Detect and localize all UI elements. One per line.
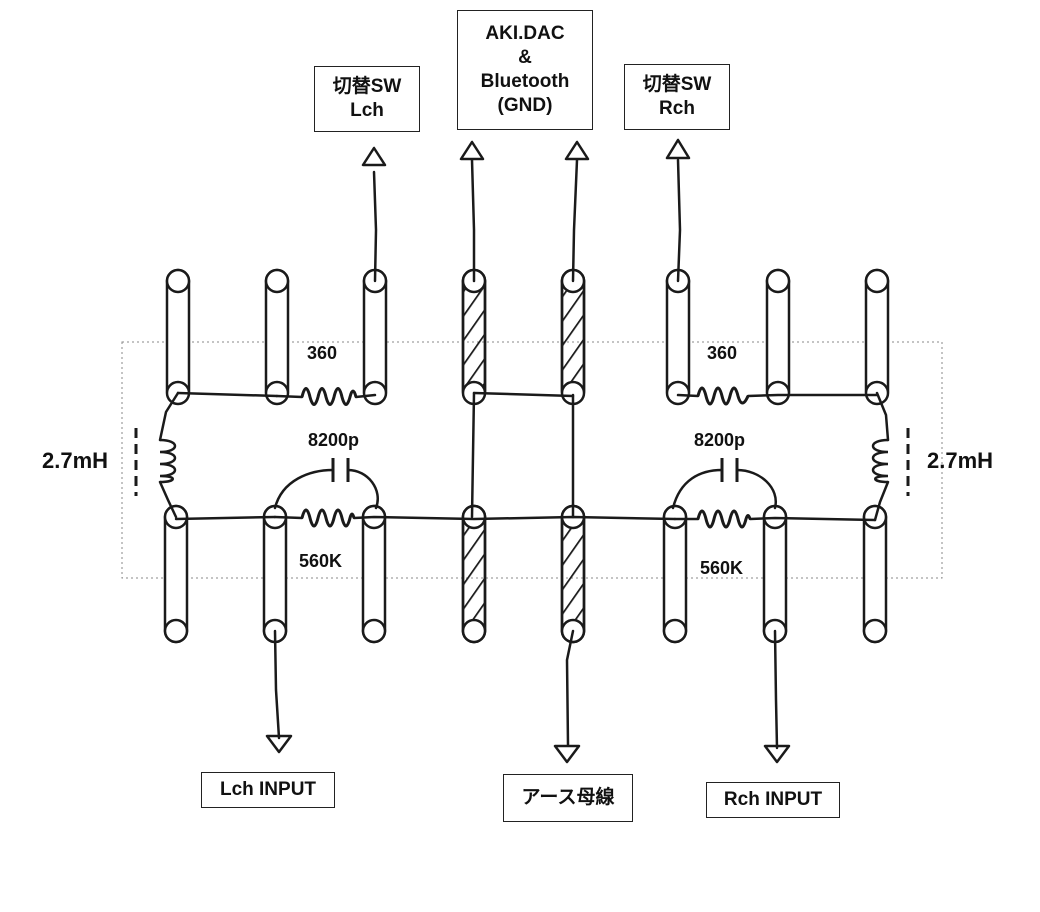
inductor-right <box>871 428 910 496</box>
switch-rch-line-2: Rch <box>659 98 695 119</box>
arrow-up-sw-l <box>361 146 387 167</box>
capacitor-right <box>720 458 739 482</box>
wire-out-gnd-2 <box>571 158 579 283</box>
post-lower-6 <box>662 504 688 644</box>
wire-ul-1 <box>176 391 279 398</box>
post-lower-8 <box>862 504 888 644</box>
post-lower-1 <box>163 504 189 644</box>
post-upper-2 <box>264 268 290 406</box>
wire-cap-r <box>671 468 778 510</box>
terminal-posts <box>163 268 890 644</box>
inductor-left-value: 2.7mH <box>42 448 109 473</box>
wire-in-rch <box>773 629 779 750</box>
capacitor-right-value: 8200p <box>694 430 746 450</box>
wire-ur-1 <box>676 393 700 398</box>
wire-ul-2 <box>275 394 304 399</box>
lch-input-box: Lch INPUT <box>201 772 335 808</box>
resistor-top-right <box>696 386 750 406</box>
rch-input-label: Rch INPUT <box>723 789 823 810</box>
capacitor-left-value: 8200p <box>308 430 360 450</box>
board-outline <box>121 341 943 579</box>
arrow-down-lch <box>265 734 293 754</box>
wire-ur-2 <box>746 393 879 398</box>
post-upper-4-gnd <box>461 268 487 406</box>
post-upper-6 <box>665 268 691 406</box>
arrow-up-sw-r <box>665 138 691 160</box>
resistor-bottom-right-value: 560K <box>700 558 744 578</box>
dac-gnd-line-2: & <box>518 47 532 68</box>
arrow-up-gnd-2 <box>564 140 590 161</box>
post-lower-3 <box>361 504 387 644</box>
inductor-left <box>134 428 177 496</box>
wire-earth <box>565 629 575 747</box>
switch-lch-box: 切替SW Lch <box>314 66 420 132</box>
capacitor-left <box>331 458 350 482</box>
arrow-up-gnd-1 <box>459 140 485 161</box>
resistor-bottom-right <box>696 509 752 529</box>
wire-ind-r <box>873 391 890 522</box>
switch-rch-line-1: 切替SW <box>642 74 712 95</box>
resistor-bottom-left <box>300 508 356 528</box>
dac-gnd-box: AKI.DAC & Bluetooth (GND) <box>457 10 593 130</box>
post-lower-7 <box>762 504 788 644</box>
dac-gnd-line-1: AKI.DAC <box>485 23 565 44</box>
resistors <box>300 386 752 529</box>
wire-out-gnd-1 <box>470 158 476 283</box>
wire-gnd-link-1 <box>470 391 476 519</box>
arrow-down-rch <box>763 744 791 764</box>
switch-rch-box: 切替SW Rch <box>624 64 730 130</box>
wire-lower-2 <box>273 515 304 520</box>
post-upper-7 <box>765 268 791 406</box>
earth-bus-box: アース母線 <box>503 774 633 822</box>
resistor-top-left <box>300 387 358 406</box>
wires <box>158 158 890 750</box>
arrowheads <box>265 138 791 764</box>
inductor-right-value: 2.7mH <box>927 448 994 473</box>
wire-ind-l <box>158 391 180 519</box>
arrow-down-earth <box>553 744 581 764</box>
inductors <box>134 428 910 496</box>
dac-gnd-line-4: (GND) <box>497 95 553 116</box>
lch-input-label: Lch INPUT <box>219 779 317 800</box>
wire-um <box>472 391 575 398</box>
wire-lower-5 <box>748 516 877 522</box>
wire-ul-3 <box>354 393 377 399</box>
rch-input-box: Rch INPUT <box>706 782 840 818</box>
wire-cap-l <box>273 468 379 510</box>
earth-bus-label: アース母線 <box>521 787 615 808</box>
post-lower-2 <box>262 504 288 644</box>
resistor-top-left-value: 360 <box>307 343 338 363</box>
post-lower-5-gnd <box>560 504 586 644</box>
capacitors <box>331 458 739 482</box>
post-lower-4-gnd <box>461 504 487 644</box>
post-upper-1 <box>165 268 191 406</box>
wire-in-lch <box>273 629 281 740</box>
switch-lch-line-2: Lch <box>350 100 384 121</box>
wire-lower-1 <box>174 515 277 521</box>
post-upper-3 <box>362 268 388 406</box>
wire-out-sw-l <box>372 170 378 283</box>
post-upper-5-gnd <box>560 268 586 406</box>
switch-lch-line-1: 切替SW <box>332 76 402 97</box>
dac-gnd-line-3: Bluetooth <box>480 71 570 92</box>
wire-lower-3 <box>352 515 677 521</box>
resistor-top-right-value: 360 <box>707 343 738 363</box>
wire-out-sw-r <box>676 158 682 283</box>
resistor-bottom-left-value: 560K <box>299 551 343 571</box>
post-upper-8 <box>864 268 890 406</box>
